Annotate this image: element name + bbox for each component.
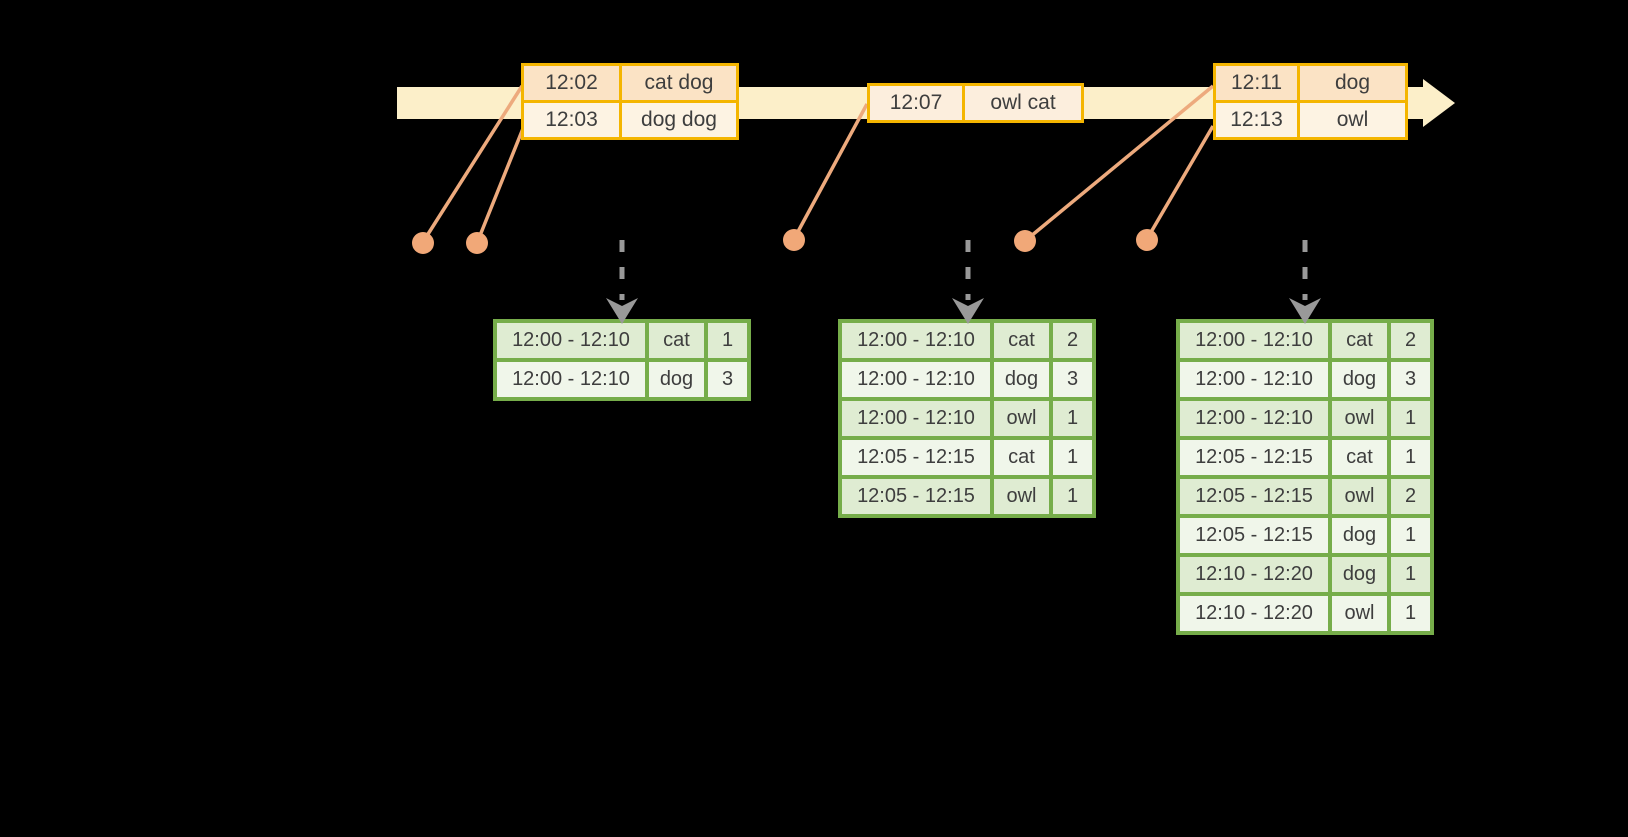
result-row: 12:00 - 12:10 dog 3 [493, 358, 751, 401]
window-cell: 12:00 - 12:10 [838, 358, 994, 401]
word-cell: cat [1328, 319, 1391, 362]
result-row: 12:10 - 12:20 dog 1 [1176, 553, 1434, 596]
word-cell: dog [1328, 514, 1391, 557]
event-words-cell: cat dog [619, 63, 739, 103]
event-time-cell: 12:03 [521, 100, 622, 140]
word-cell: dog [1328, 553, 1391, 596]
word-cell: owl [990, 475, 1053, 518]
count-cell: 1 [704, 319, 751, 362]
connector-line [475, 125, 526, 244]
count-cell: 1 [1049, 475, 1096, 518]
result-row: 12:00 - 12:10 owl 1 [1176, 397, 1434, 440]
result-table-2: 12:00 - 12:10 cat 2 12:00 - 12:10 dog 3 … [838, 319, 1096, 518]
connector-line [792, 103, 869, 240]
count-cell: 1 [1387, 592, 1434, 635]
event-marker-dot [783, 229, 805, 251]
window-cell: 12:00 - 12:10 [1176, 397, 1332, 440]
window-cell: 12:00 - 12:10 [493, 319, 649, 362]
event-words-cell: dog [1297, 63, 1408, 103]
event-table-2-body: 12:07 owl cat [867, 83, 1084, 123]
event-time-cell: 12:13 [1213, 100, 1300, 140]
result-row: 12:10 - 12:20 owl 1 [1176, 592, 1434, 635]
result-row: 12:05 - 12:15 cat 1 [838, 436, 1096, 479]
event-row: 12:07 owl cat [867, 83, 1084, 123]
event-row: 12:02 cat dog [521, 63, 739, 103]
event-time-cell: 12:11 [1213, 63, 1300, 103]
result-row: 12:00 - 12:10 dog 3 [838, 358, 1096, 401]
connector-line [1145, 125, 1215, 240]
result-row: 12:00 - 12:10 owl 1 [838, 397, 1096, 440]
result-row: 12:05 - 12:15 owl 1 [838, 475, 1096, 518]
word-cell: cat [1328, 436, 1391, 479]
event-table-1-body: 12:02 cat dog 12:03 dog dog [521, 63, 739, 140]
result-row: 12:00 - 12:10 cat 1 [493, 319, 751, 362]
count-cell: 1 [1387, 514, 1434, 557]
window-cell: 12:05 - 12:15 [838, 475, 994, 518]
event-row: 12:13 owl [1213, 100, 1408, 140]
word-cell: cat [645, 319, 708, 362]
event-table-2: 12:07 owl cat [867, 83, 1084, 123]
event-marker-dot [412, 232, 434, 254]
count-cell: 2 [1387, 319, 1434, 362]
event-words-cell: dog dog [619, 100, 739, 140]
result-row: 12:05 - 12:15 dog 1 [1176, 514, 1434, 557]
window-cell: 12:05 - 12:15 [1176, 475, 1332, 518]
window-cell: 12:00 - 12:10 [1176, 358, 1332, 401]
window-cell: 12:00 - 12:10 [1176, 319, 1332, 362]
result-row: 12:00 - 12:10 dog 3 [1176, 358, 1434, 401]
count-cell: 2 [1049, 319, 1096, 362]
event-marker-dots [412, 229, 1158, 254]
word-cell: owl [990, 397, 1053, 440]
trigger-dashed-lines [619, 240, 1308, 300]
window-cell: 12:05 - 12:15 [1176, 514, 1332, 557]
event-table-3-body: 12:11 dog 12:13 owl [1213, 63, 1408, 140]
count-cell: 1 [1049, 436, 1096, 479]
window-cell: 12:10 - 12:20 [1176, 553, 1332, 596]
count-cell: 3 [704, 358, 751, 401]
count-cell: 1 [1049, 397, 1096, 440]
window-cell: 12:00 - 12:10 [838, 397, 994, 440]
window-cell: 12:00 - 12:10 [838, 319, 994, 362]
count-cell: 3 [1387, 358, 1434, 401]
window-cell: 12:10 - 12:20 [1176, 592, 1332, 635]
event-row: 12:11 dog [1213, 63, 1408, 103]
count-cell: 1 [1387, 436, 1434, 479]
word-cell: owl [1328, 592, 1391, 635]
result-row: 12:00 - 12:10 cat 2 [1176, 319, 1434, 362]
count-cell: 1 [1387, 397, 1434, 440]
result-table-1: 12:00 - 12:10 cat 1 12:00 - 12:10 dog 3 [493, 319, 751, 401]
window-cell: 12:00 - 12:10 [493, 358, 649, 401]
result-row: 12:05 - 12:15 cat 1 [1176, 436, 1434, 479]
event-marker-dot [466, 232, 488, 254]
word-cell: cat [990, 436, 1053, 479]
count-cell: 3 [1049, 358, 1096, 401]
event-marker-dot [1136, 229, 1158, 251]
window-cell: 12:05 - 12:15 [1176, 436, 1332, 479]
event-table-1: 12:02 cat dog 12:03 dog dog [521, 63, 739, 140]
result-table-3: 12:00 - 12:10 cat 2 12:00 - 12:10 dog 3 … [1176, 319, 1434, 635]
event-marker-dot [1014, 230, 1036, 252]
event-words-cell: owl [1297, 100, 1408, 140]
word-cell: owl [1328, 397, 1391, 440]
event-time-cell: 12:02 [521, 63, 622, 103]
event-row: 12:03 dog dog [521, 100, 739, 140]
result-row: 12:05 - 12:15 owl 2 [1176, 475, 1434, 518]
count-cell: 1 [1387, 553, 1434, 596]
result-row: 12:00 - 12:10 cat 2 [838, 319, 1096, 362]
result-table-3-body: 12:00 - 12:10 cat 2 12:00 - 12:10 dog 3 … [1176, 319, 1434, 635]
word-cell: cat [990, 319, 1053, 362]
word-cell: dog [645, 358, 708, 401]
count-cell: 2 [1387, 475, 1434, 518]
window-cell: 12:05 - 12:15 [838, 436, 994, 479]
result-table-1-body: 12:00 - 12:10 cat 1 12:00 - 12:10 dog 3 [493, 319, 751, 401]
result-table-2-body: 12:00 - 12:10 cat 2 12:00 - 12:10 dog 3 … [838, 319, 1096, 518]
event-time-cell: 12:07 [867, 83, 965, 123]
event-table-3: 12:11 dog 12:13 owl [1213, 63, 1408, 140]
word-cell: dog [990, 358, 1053, 401]
event-words-cell: owl cat [962, 83, 1084, 123]
word-cell: dog [1328, 358, 1391, 401]
timeline-arrowhead-icon [1423, 79, 1455, 127]
word-cell: owl [1328, 475, 1391, 518]
